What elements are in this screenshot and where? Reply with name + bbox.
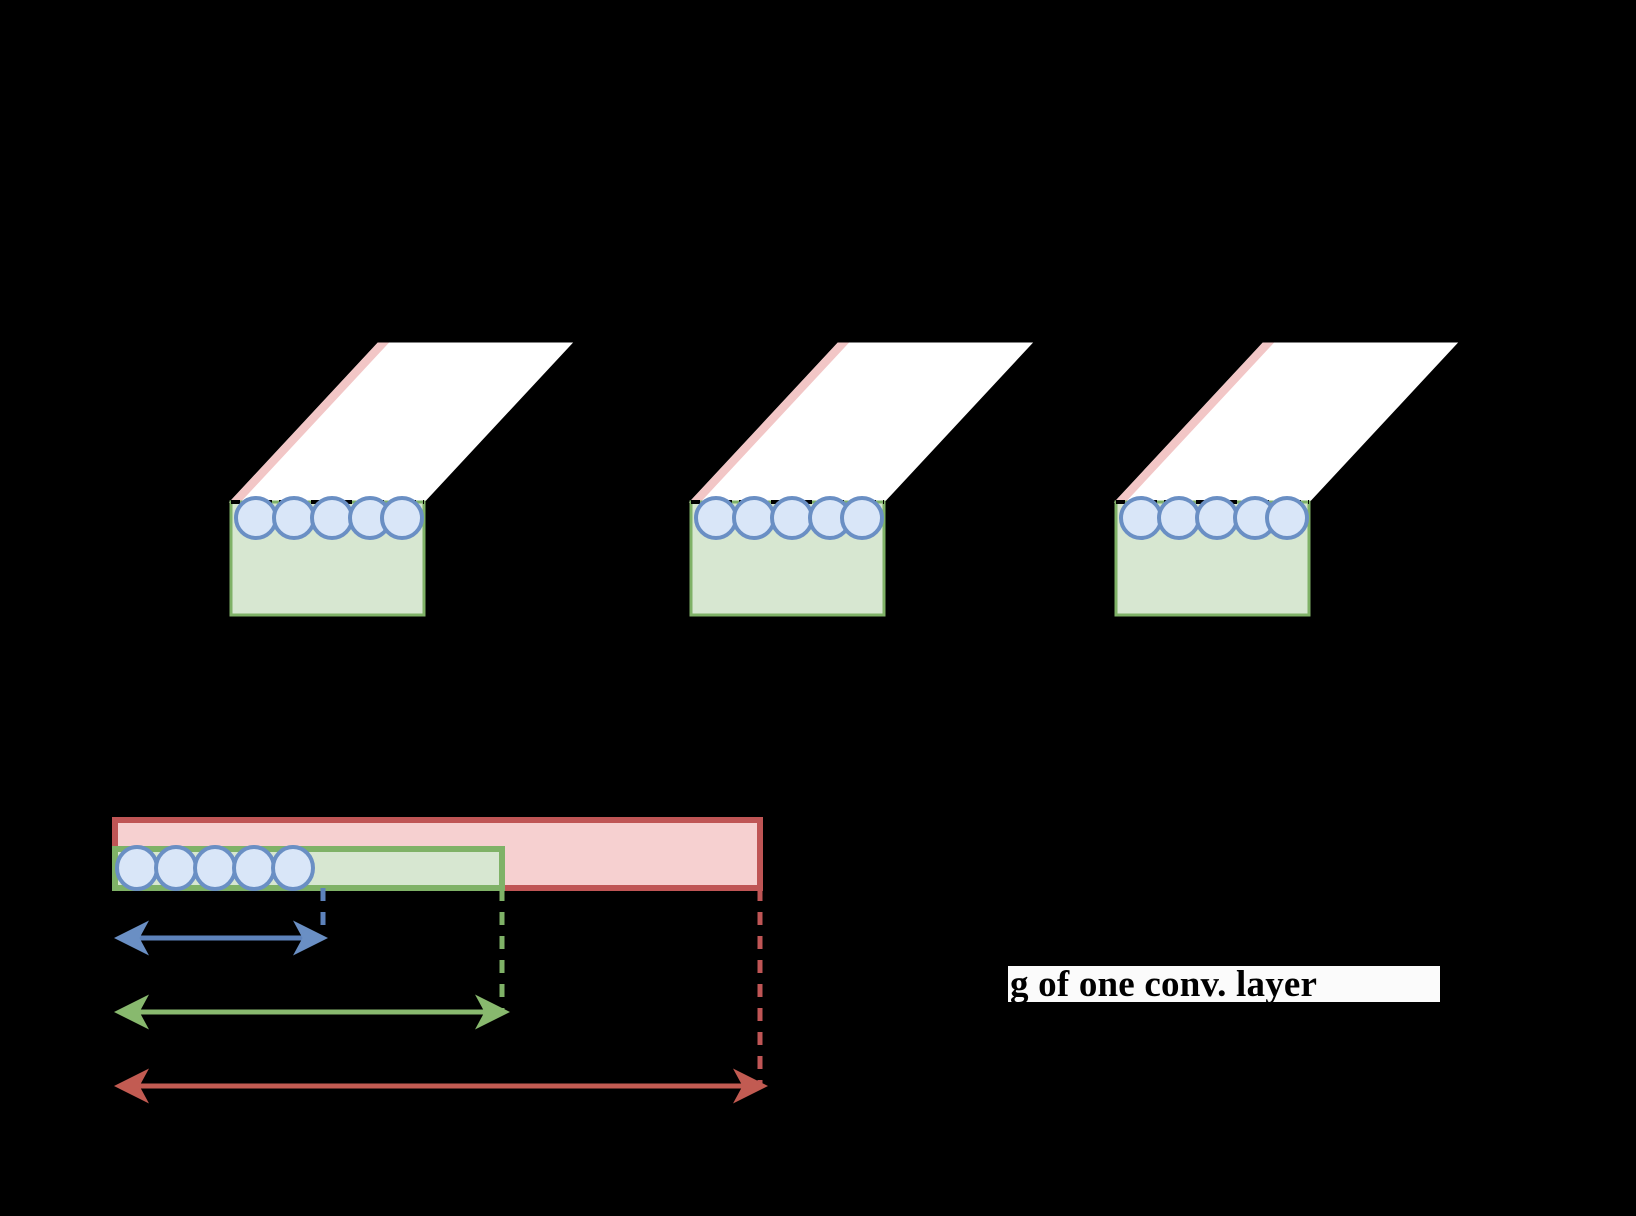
block-3 <box>1113 342 1459 617</box>
block-1-kernel-circle <box>380 496 424 540</box>
block-1-kernel-circle <box>234 496 278 540</box>
block-3-kernel-circle <box>1195 496 1239 540</box>
block-3-kernel-circle <box>1157 496 1201 540</box>
block-1 <box>228 342 574 617</box>
receptive-field-group <box>112 817 768 1104</box>
block-2 <box>688 342 1034 617</box>
band-kernel-circle <box>154 845 198 891</box>
band-kernel-circle <box>115 845 159 891</box>
caption-text: g of one conv. layer <box>1010 963 1318 1005</box>
caption-label: g of one conv. layer <box>1008 963 1440 1005</box>
band-kernel-circle <box>232 845 276 891</box>
block-3-top-face <box>1113 342 1459 503</box>
block-2-kernel-circle <box>694 496 738 540</box>
block-1-kernel-circle <box>310 496 354 540</box>
block-2-top-face <box>688 342 1034 503</box>
block-2-kernel-circle <box>840 496 884 540</box>
block-2-kernel-circle <box>732 496 776 540</box>
block-1-kernel-circle <box>272 496 316 540</box>
block-3-kernel-circle <box>1119 496 1163 540</box>
block-2-kernel-circle <box>770 496 814 540</box>
band-kernel-circle <box>193 845 237 891</box>
band-kernel-circle <box>271 845 315 891</box>
block-1-top-face <box>228 342 574 503</box>
top-blocks-group <box>228 342 1459 617</box>
block-3-kernel-circle <box>1265 496 1309 540</box>
